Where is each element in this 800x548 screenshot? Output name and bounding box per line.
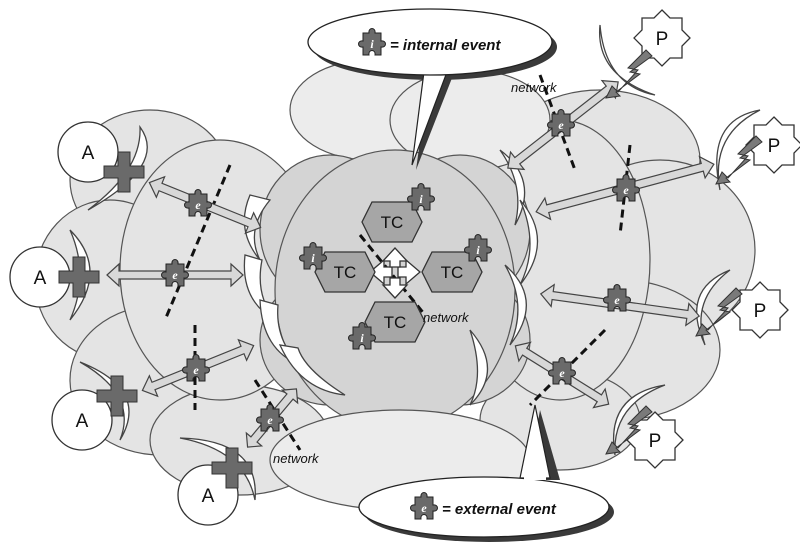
actor-a-1: A: [57, 121, 145, 193]
external-glyph: e: [193, 363, 199, 377]
actor-p-label: P: [768, 136, 781, 157]
tc-label-bottom: TC: [384, 313, 407, 332]
internal-glyph: i: [419, 192, 423, 206]
tc-label-right: TC: [441, 263, 464, 282]
network-label-bottom-left: network: [273, 451, 320, 466]
puzzle-piece-icon: e: [182, 354, 210, 382]
external-glyph: e: [558, 118, 564, 132]
actor-a-label: A: [202, 486, 215, 507]
puzzle-piece-icon: i: [348, 322, 376, 350]
puzzle-piece-icon: i: [299, 242, 327, 270]
internal-event-label: = internal event: [390, 37, 501, 54]
external-glyph: e: [614, 293, 620, 307]
internal-glyph: i: [476, 243, 480, 257]
external-glyph: e: [559, 366, 565, 380]
puzzle-piece-icon: i: [358, 28, 386, 56]
tc-label-top: TC: [381, 213, 404, 232]
tc-label-left: TC: [334, 263, 357, 282]
network-label-top-right: network: [511, 80, 558, 95]
internal-glyph: i: [311, 251, 315, 265]
actor-p-label: P: [649, 431, 662, 452]
actor-p-1: P: [605, 9, 691, 99]
external-glyph: e: [623, 183, 629, 197]
center-cross-arrows: [369, 247, 421, 299]
network-label-center: network: [423, 310, 470, 325]
actor-a-4: A: [177, 447, 253, 526]
internal-event-pieces: i i i i: [299, 183, 492, 350]
external-event-label: = external event: [442, 501, 557, 518]
internal-event-legend: i = internal event: [307, 8, 557, 170]
actor-a-label: A: [82, 143, 95, 164]
actor-p-2: P: [715, 116, 800, 185]
internal-glyph: i: [370, 37, 374, 51]
actor-a-label: A: [34, 268, 47, 289]
puzzle-piece-icon: e: [410, 492, 438, 520]
external-event-legend: e = external event: [358, 404, 614, 542]
puzzle-piece-icon: i: [464, 234, 492, 262]
puzzle-piece-icon: e: [612, 174, 640, 202]
puzzle-piece-icon: e: [547, 109, 575, 137]
external-glyph: e: [195, 198, 201, 212]
external-glyph: e: [172, 268, 178, 282]
actor-a-label: A: [76, 411, 89, 432]
puzzle-piece-icon: i: [407, 183, 435, 211]
external-event-pieces: e e e e e e e e: [161, 109, 640, 432]
puzzle-piece-icon: e: [184, 189, 212, 217]
actor-p-label: P: [754, 301, 767, 322]
actor-p-3: P: [695, 281, 789, 339]
actor-p-label: P: [656, 29, 669, 50]
puzzle-piece-icon: e: [256, 404, 284, 432]
actor-a-2: A: [9, 246, 100, 308]
actor-p-4: P: [605, 405, 684, 469]
external-glyph: e: [267, 413, 273, 427]
puzzle-piece-icon: e: [548, 357, 576, 385]
puzzle-piece-icon: e: [161, 259, 189, 287]
puzzle-piece-icon: e: [603, 284, 631, 312]
speech-bubble-icon: [416, 68, 452, 170]
internal-glyph: i: [360, 331, 364, 345]
external-glyph: e: [421, 501, 427, 515]
actor-a-3: A: [51, 375, 138, 451]
